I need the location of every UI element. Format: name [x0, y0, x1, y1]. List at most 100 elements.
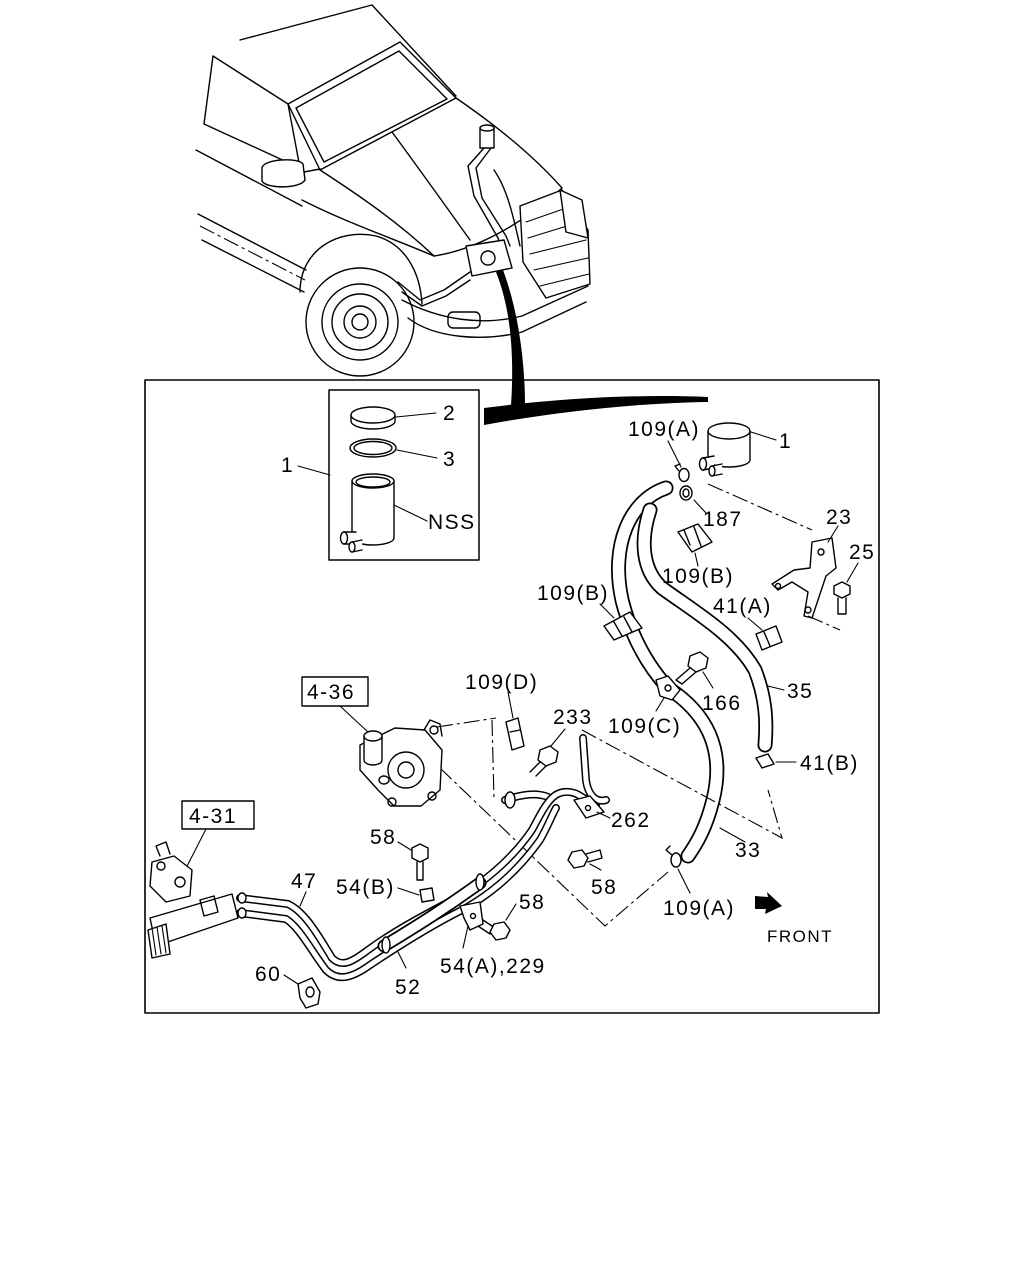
callout-hose-right: 35 — [787, 680, 813, 703]
leader-pipe-47 — [299, 891, 307, 907]
pump-tank — [363, 735, 383, 766]
callout-bracket-bolt: 25 — [849, 541, 875, 564]
pipe-return-fill — [237, 805, 559, 980]
pipe-262-run — [501, 734, 610, 809]
gear-boot-ribs — [151, 925, 167, 956]
bolt-58-right — [477, 903, 517, 941]
pump-assembly — [301, 676, 443, 807]
callout-bolt-left: 58 — [370, 826, 396, 849]
callout-clamp-upper-left: 109(B) — [537, 582, 609, 605]
leader-bolt-166 — [702, 671, 714, 689]
pipe-262-fill — [580, 735, 609, 804]
pump-pulley — [387, 751, 425, 789]
callout-body: NSS — [428, 511, 476, 534]
ring-187-outer — [679, 485, 693, 501]
leader-pump — [339, 705, 369, 733]
leader-clamp-109c — [655, 697, 665, 712]
leader-assembly — [297, 465, 331, 476]
pump-outlet — [378, 775, 390, 785]
pump-pulley-hub — [397, 761, 415, 779]
clamp-top-ring — [678, 467, 690, 483]
pump-mount-b — [427, 791, 437, 801]
front-direction: FRONT — [755, 892, 832, 946]
callout-pipe-47: 47 — [291, 870, 317, 893]
part-60-body — [297, 977, 321, 1009]
reservoir-main-spout-b-end — [708, 465, 716, 477]
leader-bolt-58-right — [505, 903, 517, 921]
hub-cap — [351, 313, 369, 331]
clamp-109d — [505, 691, 525, 751]
belt-line — [195, 149, 303, 207]
clip-54a — [459, 901, 484, 949]
clamp-109b-left-body — [603, 611, 643, 641]
clip-41a-body — [755, 625, 783, 651]
door-line-upper — [197, 213, 307, 271]
gear-fitting-a — [237, 892, 247, 904]
clamp-109c-hole — [664, 684, 672, 692]
clamp-109b-right-tab — [683, 526, 702, 547]
clip-41a-tab — [763, 631, 771, 647]
clamp-top — [667, 440, 690, 483]
hose-52-clamp-b — [475, 873, 485, 891]
gear-fitting-b — [237, 907, 247, 919]
leader-clamp-109b-right — [694, 552, 699, 567]
hub — [343, 305, 377, 339]
mini-hose-c — [493, 169, 521, 247]
pump-mount-c — [387, 797, 397, 807]
seal-ring-outer — [349, 438, 397, 458]
mini-reservoir-top — [479, 124, 495, 132]
bolt-58-middle — [567, 849, 603, 871]
leader-clamp-top — [667, 440, 682, 468]
leader-bolt-58-middle — [589, 863, 602, 871]
part-60 — [283, 974, 321, 1009]
callout-clip-upper: 41(A) — [713, 595, 772, 618]
part-60-hole — [305, 986, 315, 998]
reservoir-inset: 2 3 1 NSS — [281, 389, 480, 561]
pipe-return — [236, 804, 560, 982]
pump-outlet-fitting — [504, 791, 516, 809]
clamp-109b-right-body — [677, 523, 713, 553]
bracket-23-hole-left — [774, 582, 782, 590]
bolt-58-left-head — [411, 843, 429, 863]
mini-pump — [465, 239, 513, 277]
clip-54b — [397, 887, 435, 903]
clamp-bottom — [665, 845, 691, 894]
hose-35-fill — [638, 504, 772, 751]
callout-clip-54a: 54(A),229 — [440, 955, 546, 978]
callout-hose-bolt: 166 — [702, 692, 742, 715]
windshield-inner — [295, 50, 448, 163]
leader-clamp-bottom — [677, 868, 691, 894]
side-window — [203, 55, 301, 169]
callout-cap: 2 — [443, 402, 456, 425]
gear-mount — [199, 895, 219, 917]
ring-187 — [679, 485, 707, 514]
clamp-109d-tab — [509, 729, 521, 733]
clamp-bottom-ring — [670, 852, 682, 868]
steering-gear — [147, 800, 255, 959]
callout-assembly: 1 — [281, 454, 294, 477]
bolt-58-left-shank — [416, 861, 424, 881]
clamp-bottom-tab — [665, 845, 673, 856]
leader-ring-187 — [693, 499, 707, 514]
bolt-25 — [833, 562, 859, 615]
callout-hose-52: 52 — [395, 976, 421, 999]
guide-pump-to-clamp — [436, 717, 497, 728]
callout-ring: 187 — [703, 508, 743, 531]
mini-hose-b — [475, 147, 511, 247]
leader-bolt-58-left — [397, 841, 412, 851]
guide-clamp-vertical — [491, 719, 495, 801]
callout-reservoir: 1 — [779, 430, 792, 453]
gear-input-shaft — [155, 841, 171, 857]
leader-bolt-25 — [846, 562, 859, 583]
bracket-262 — [573, 795, 611, 819]
callout-pump-bolt: 233 — [553, 706, 593, 729]
guide-pump-triangle — [439, 767, 669, 927]
clip-54a-hole — [469, 912, 477, 920]
leader-clip-54a — [462, 925, 469, 949]
bolt-58-middle-head — [567, 849, 589, 869]
door-line-lower — [201, 239, 305, 293]
seal-ring-inner — [353, 440, 393, 456]
callout-clip-54b: 54(B) — [336, 876, 395, 899]
pump-ref-box — [301, 676, 369, 707]
